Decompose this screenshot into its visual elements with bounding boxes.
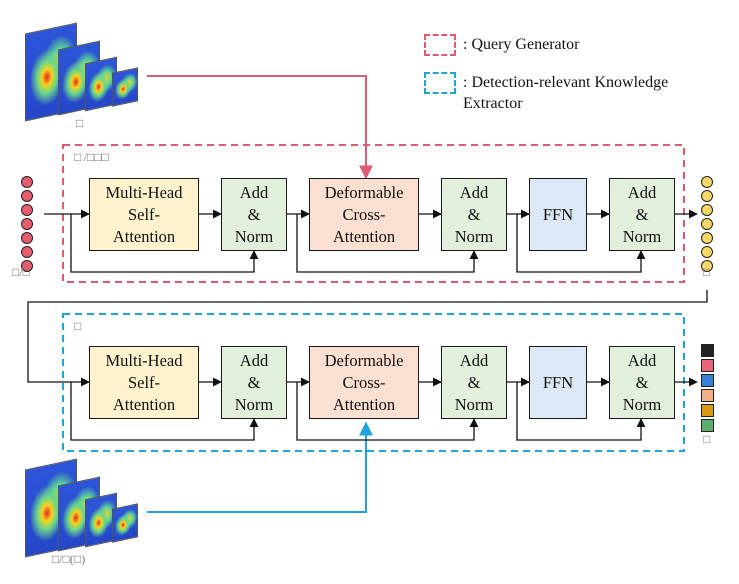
top-ffn: FFN bbox=[529, 178, 587, 251]
bottom-add-norm-2: Add & Norm bbox=[441, 346, 507, 419]
bottom-features-wire bbox=[147, 421, 373, 513]
bottom-add-norm-3: Add & Norm bbox=[609, 346, 675, 419]
output-query-token-5 bbox=[701, 232, 713, 244]
top-multi-head-self-attention: Multi-Head Self- Attention bbox=[89, 178, 199, 251]
top-add-norm-3: Add & Norm bbox=[609, 178, 675, 251]
input-query-token-1 bbox=[21, 176, 33, 188]
top-frame-label: □ /□□□ bbox=[74, 150, 109, 164]
output-query-token-4 bbox=[701, 218, 713, 230]
output-token-5 bbox=[701, 404, 714, 417]
legend-swatch-knowledge-extractor bbox=[424, 72, 456, 94]
bottom-add-norm-1: Add & Norm bbox=[221, 346, 287, 419]
queries-label: □/□ bbox=[12, 265, 30, 279]
output-token-1 bbox=[701, 344, 714, 357]
output-query-token-3 bbox=[701, 204, 713, 216]
feature-map-4 bbox=[112, 67, 138, 107]
output-query-token-7 bbox=[701, 260, 713, 272]
top-features-label: □ bbox=[76, 116, 84, 130]
output-token-3 bbox=[701, 374, 714, 387]
feature-map-4 bbox=[112, 503, 138, 543]
input-query-token-5 bbox=[21, 232, 33, 244]
output-label: □ bbox=[703, 432, 711, 446]
output-query-token-2 bbox=[701, 190, 713, 202]
input-query-token-7 bbox=[21, 260, 33, 272]
legend-query-generator-label: : Query Generator bbox=[463, 36, 580, 53]
bottom-deformable-cross-attention: Deformable Cross- Attention bbox=[309, 346, 419, 419]
output-token-6 bbox=[701, 419, 714, 432]
output-query-token-1 bbox=[701, 176, 713, 188]
bottom-multi-head-self-attention: Multi-Head Self- Attention bbox=[89, 346, 199, 419]
output-queries-label: □ bbox=[703, 265, 711, 279]
top-add-norm-1: Add & Norm bbox=[221, 178, 287, 251]
output-token-4 bbox=[701, 389, 714, 402]
input-query-token-2 bbox=[21, 190, 33, 202]
legend-knowledge-extractor-label: : Detection-relevant Knowledge Extractor bbox=[463, 74, 669, 112]
legend-swatch-query-generator bbox=[424, 34, 456, 56]
input-query-token-6 bbox=[21, 246, 33, 258]
top-deformable-cross-attention: Deformable Cross- Attention bbox=[309, 178, 419, 251]
bottom-frame-label: □ bbox=[74, 319, 82, 333]
top-add-norm-2: Add & Norm bbox=[441, 178, 507, 251]
input-query-token-4 bbox=[21, 218, 33, 230]
bottom-ffn: FFN bbox=[529, 346, 587, 419]
bottom-features-label: □/□(□) bbox=[52, 552, 86, 566]
top-features-wire bbox=[147, 75, 373, 180]
input-query-token-3 bbox=[21, 204, 33, 216]
output-query-token-6 bbox=[701, 246, 713, 258]
output-token-2 bbox=[701, 359, 714, 372]
